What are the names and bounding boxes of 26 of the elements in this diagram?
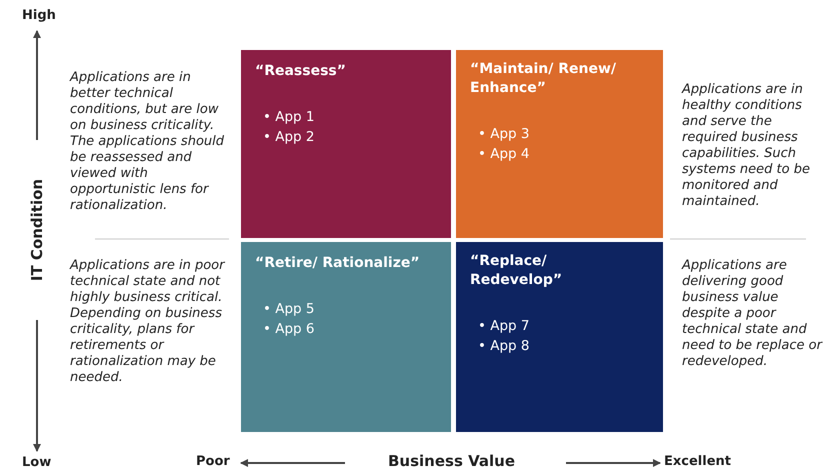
- quadrant-title: “Reassess”: [255, 62, 346, 81]
- quadrant-box: [456, 50, 663, 238]
- axis-end-label: Excellent: [664, 454, 731, 470]
- bullet-item: • App 4: [478, 145, 531, 164]
- quadrant-title: “Retire/ Rationalize”: [255, 254, 420, 273]
- description-text: Applications are delivering good business value despite a poor technical state and need to be replace or redeveloped.: [682, 258, 824, 370]
- axis-end-label: High: [22, 8, 56, 24]
- bullet-item: • App 8: [478, 337, 531, 356]
- axis-end-label: Poor: [196, 454, 230, 470]
- bullet-item: • App 3: [478, 125, 531, 144]
- description-text: Applications are in poor technical state and not highly business critical. Depending on business criticality, plans for retirements or rationalization may be needed.: [70, 258, 226, 386]
- description-text: Applications are in better technical conditions, but are low on business criticality. The applications should be reassessed and viewed with opportunistic lens for rationalization.: [70, 70, 225, 214]
- quadrant-box: [241, 50, 451, 238]
- quadrant-box: [456, 242, 663, 432]
- axis-title: Business Value: [388, 453, 516, 469]
- quadrant-box: [241, 242, 451, 432]
- axis-title: IT Condition: [29, 178, 45, 282]
- quadrant-title: “Maintain/ Renew/ Enhance”: [470, 60, 618, 98]
- bullet-item: • App 2: [263, 128, 316, 147]
- bullet-item: • App 7: [478, 317, 531, 336]
- bullet-item: • App 1: [263, 108, 316, 127]
- axis-end-label: Low: [22, 455, 52, 471]
- bullet-item: • App 6: [263, 320, 316, 339]
- bullet-item: • App 5: [263, 300, 316, 319]
- quadrant-title: “Replace/ Redevelop”: [470, 252, 564, 290]
- description-text: Applications are in healthy conditions and serve the required business capabilities. Such systems need to be monitored and maintained.: [682, 82, 811, 210]
